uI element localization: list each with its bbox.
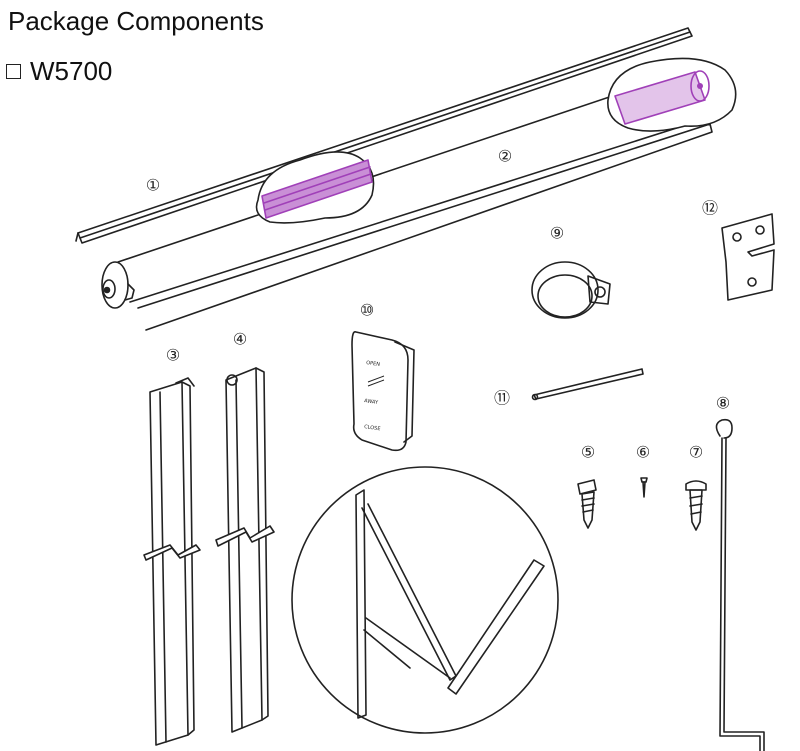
label-part-10: ⑩ bbox=[360, 301, 374, 320]
part-hex-bolt bbox=[577, 479, 597, 529]
label-part-1: ① bbox=[146, 176, 160, 195]
part-support-arm-right bbox=[215, 367, 275, 733]
label-part-3: ③ bbox=[166, 346, 180, 365]
model-checkbox[interactable] bbox=[6, 64, 21, 79]
remote-labels: OPEN AWAY CLOSE bbox=[364, 360, 381, 432]
tube-end-highlight bbox=[607, 57, 737, 132]
part-roller-tube bbox=[101, 79, 713, 331]
part-crank-handle bbox=[715, 418, 765, 751]
tube-detail-highlight bbox=[255, 151, 375, 224]
part-pan-screw bbox=[685, 480, 707, 531]
page-title: Package Components bbox=[8, 6, 264, 36]
remote-label-away: AWAY bbox=[364, 398, 380, 406]
detail-circle-arm bbox=[291, 466, 559, 734]
label-part-8: ⑧ bbox=[716, 394, 730, 413]
label-part-6: ⑥ bbox=[636, 443, 650, 462]
model-label: W5700 bbox=[30, 56, 113, 86]
label-part-9: ⑨ bbox=[550, 224, 564, 243]
part-remote-control bbox=[351, 330, 415, 452]
label-part-5: ⑤ bbox=[581, 443, 595, 462]
model-option[interactable]: W5700 bbox=[6, 56, 112, 87]
part-rod bbox=[531, 368, 644, 401]
part-bracket bbox=[721, 213, 775, 301]
part-small-screw bbox=[640, 477, 648, 498]
label-part-7: ⑦ bbox=[689, 443, 703, 462]
label-part-2: ② bbox=[498, 147, 512, 166]
remote-label-open: OPEN bbox=[366, 360, 381, 368]
remote-label-close: CLOSE bbox=[364, 424, 381, 432]
label-part-11: ⑪ bbox=[494, 389, 510, 408]
label-part-4: ④ bbox=[233, 330, 247, 349]
part-hose-clamp bbox=[531, 261, 611, 319]
label-part-12: ⑫ bbox=[702, 199, 718, 218]
part-support-arm-left bbox=[143, 377, 201, 746]
part-awning-rail bbox=[75, 27, 693, 244]
